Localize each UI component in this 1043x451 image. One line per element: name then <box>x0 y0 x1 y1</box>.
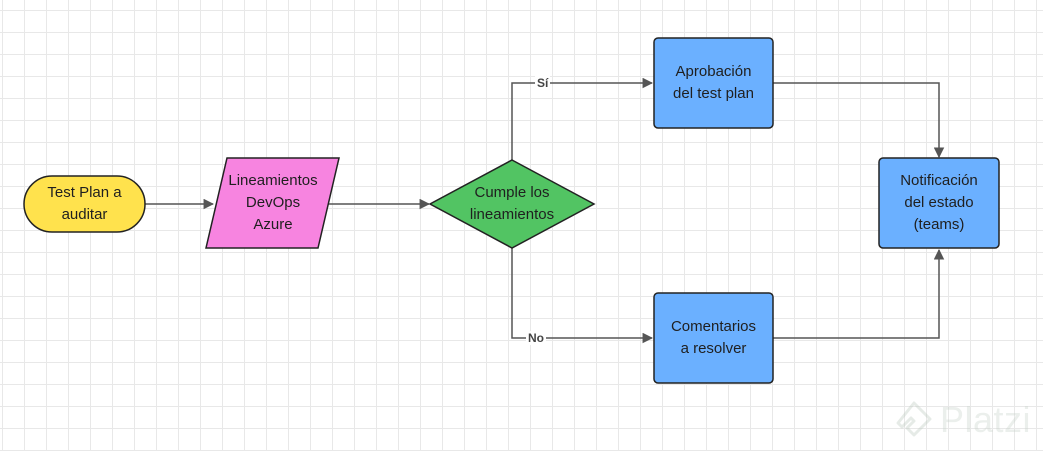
edge-approval-to-notification <box>773 82 945 159</box>
decision-diamond-shape[interactable] <box>428 159 596 249</box>
guidelines-input-shape[interactable] <box>205 157 340 249</box>
platzi-watermark: Platzi <box>894 399 1031 441</box>
notification-process-shape[interactable] <box>878 157 1000 249</box>
comments-process-shape[interactable] <box>653 292 774 384</box>
edge-decision-to-comments <box>511 248 654 344</box>
edge-label-yes: Sí <box>535 76 551 90</box>
platzi-logo-icon <box>896 401 932 437</box>
edge-decision-to-approval <box>511 77 654 160</box>
edge-comments-to-notification <box>773 248 945 339</box>
watermark-text: Platzi <box>939 399 1031 440</box>
edge-label-no: No <box>526 331 546 345</box>
approval-process-shape[interactable] <box>653 37 774 129</box>
start-terminal-shape[interactable] <box>23 175 146 233</box>
